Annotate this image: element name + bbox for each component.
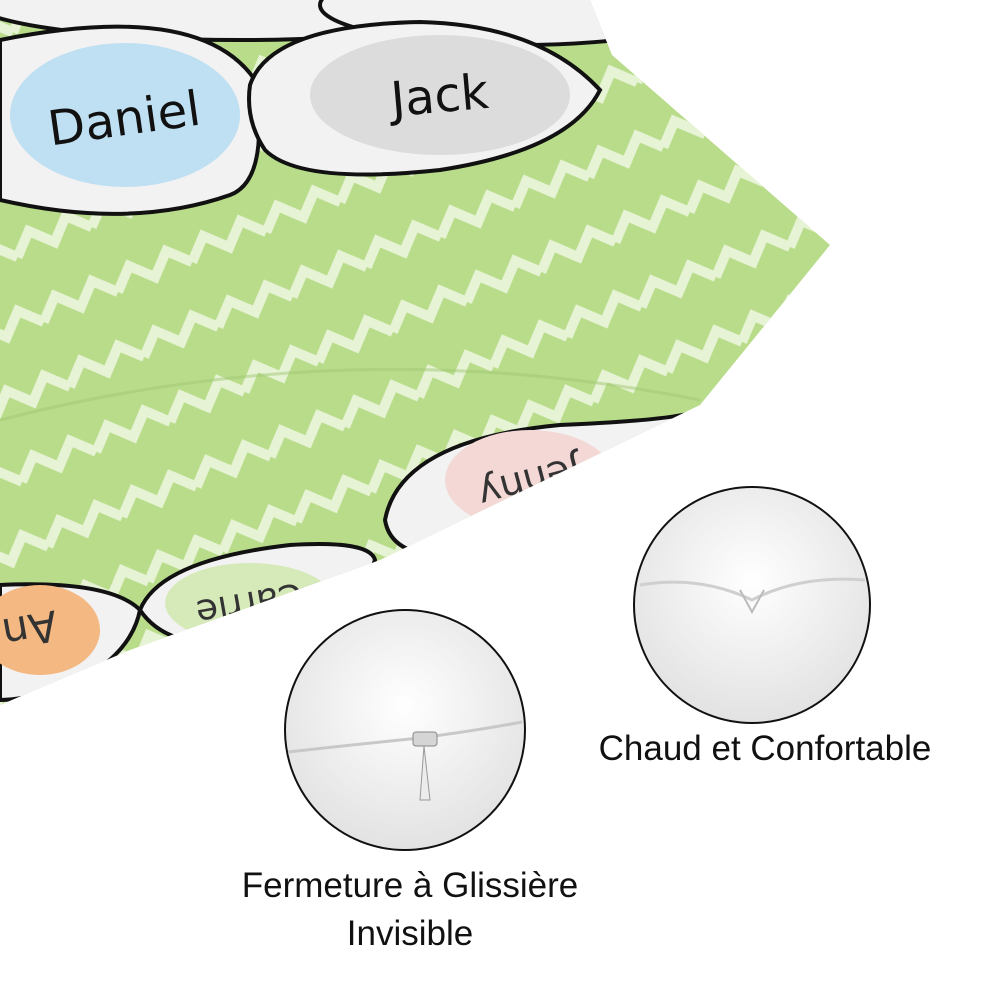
zipper-caption-line2: Invisible: [346, 914, 474, 953]
zipper-detail-circle: [284, 609, 526, 851]
name-an: An: [0, 601, 61, 659]
name-bubble-an: [0, 585, 100, 675]
name-bubble-daniel: [10, 43, 240, 187]
name-jack: Jack: [386, 64, 491, 129]
comfort-caption: Chaud et Confortable: [598, 729, 932, 768]
zipper-pull-icon: [412, 731, 438, 801]
fabric-detail-circle: [633, 486, 871, 724]
zipper-caption-line1: Fermeture à Glissière: [241, 866, 579, 905]
name-bubble-jack: [310, 35, 570, 155]
